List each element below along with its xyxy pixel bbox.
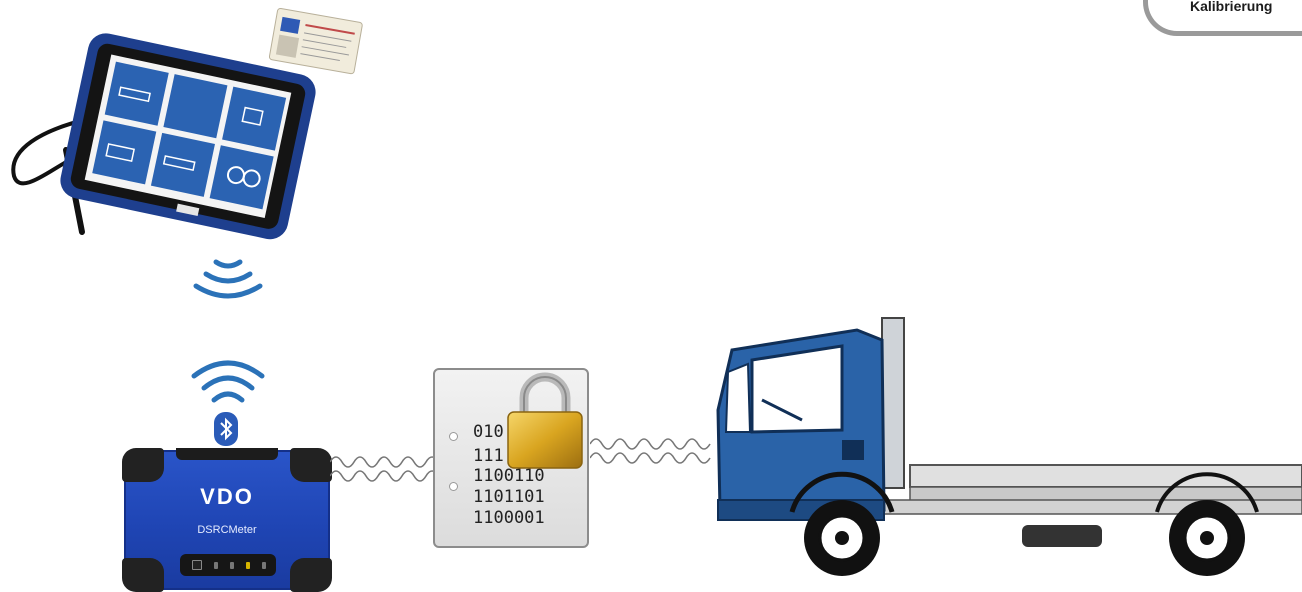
device-name: DSRCMeter	[124, 524, 330, 536]
padlock-icon	[500, 372, 590, 472]
vdo-logo: VDO	[124, 484, 330, 510]
wireless-waves-down-icon	[188, 256, 268, 308]
led-strip	[180, 554, 276, 576]
wireless-waves-up-icon	[188, 348, 268, 410]
bluetooth-icon	[214, 412, 238, 446]
tab-kalibrierung-label: Kalibrierung	[1190, 0, 1272, 14]
dsrc-meter-device: VDO DSRCMeter	[124, 450, 330, 590]
id-card-icon	[269, 8, 363, 74]
truck-icon	[692, 300, 1302, 583]
binary-line: 1100001	[473, 508, 545, 528]
signal-wave-icon	[330, 450, 434, 490]
binary-line: 1101101	[473, 487, 545, 507]
tablet-icon	[0, 0, 380, 260]
tab-kalibrierung[interactable]: Kalibrierung	[1143, 0, 1302, 36]
